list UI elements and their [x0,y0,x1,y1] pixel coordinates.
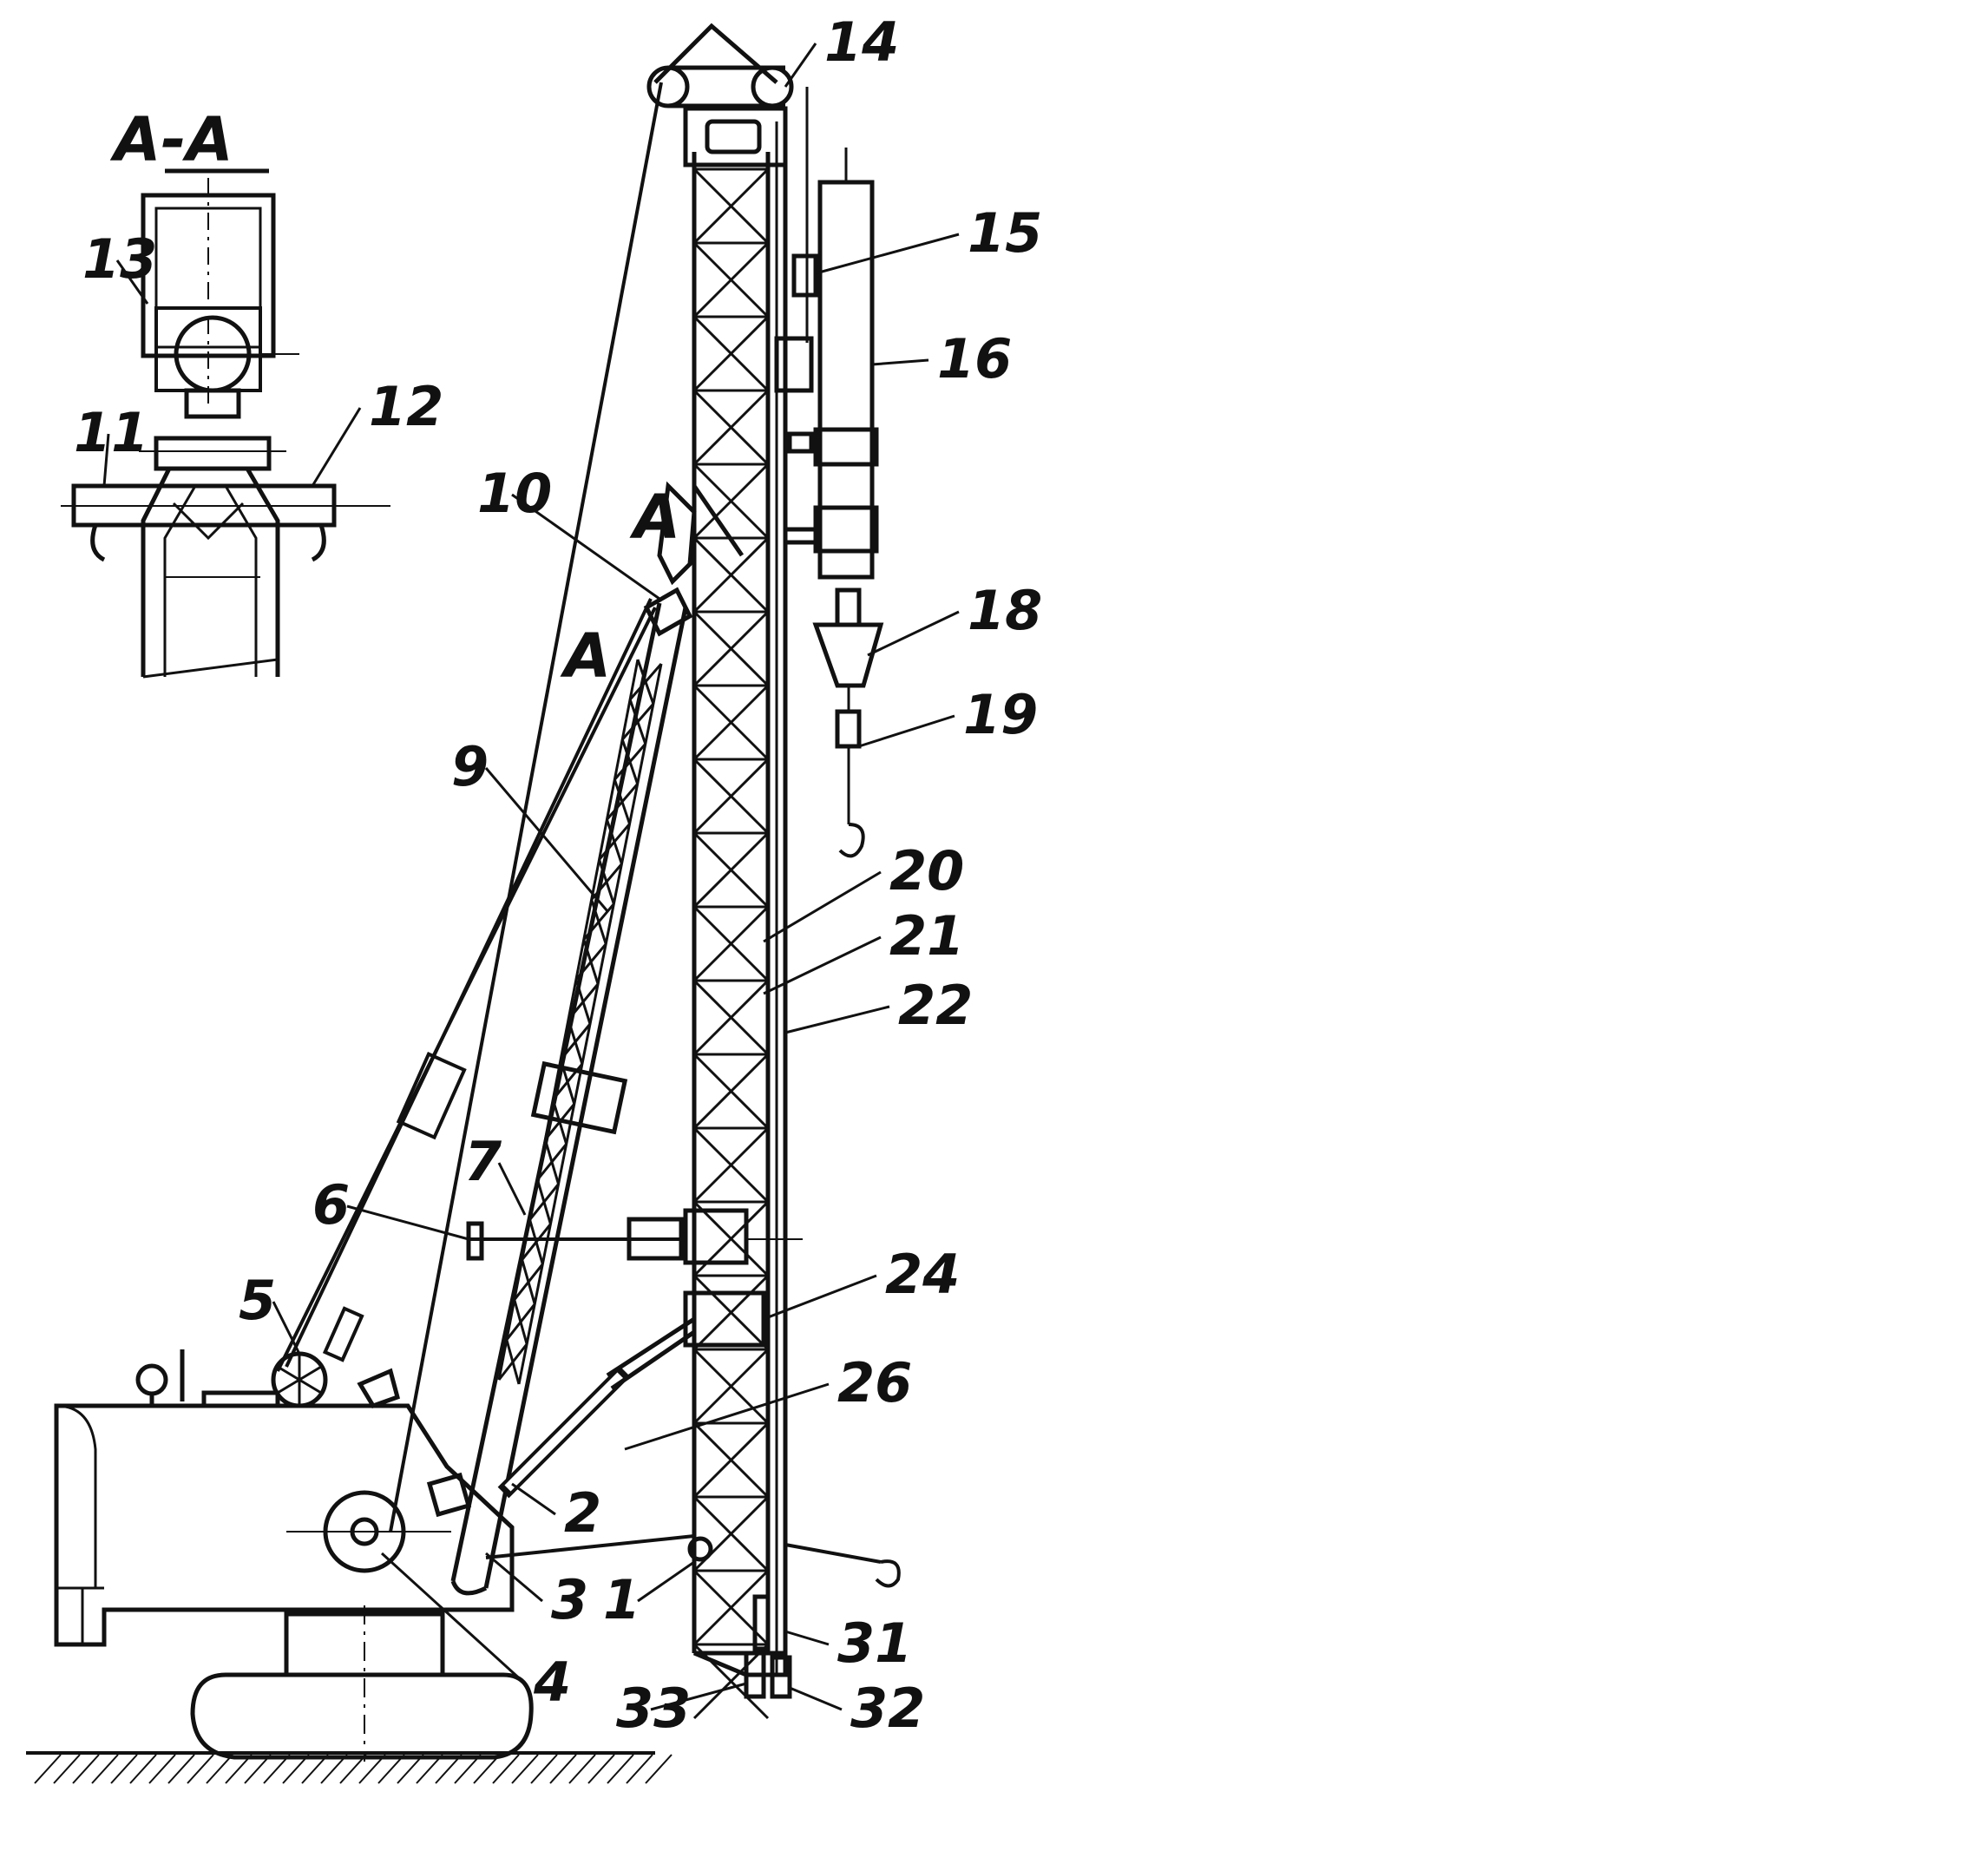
callout-label-2: 2 [564,1481,601,1545]
crawler-base [190,1605,534,1762]
callout-label-32: 32 [850,1677,925,1740]
callout-label-18: 18 [968,579,1042,642]
callout-leader-5 [272,1301,301,1355]
callout-leader-6 [346,1204,469,1241]
callout-leader-11 [102,433,110,487]
callout-label-31: 31 [837,1611,912,1675]
pendant-ropes [276,598,657,1372]
callout-leader-4 [380,1552,527,1685]
callout-label-6: 6 [312,1173,350,1237]
callout-leader-2 [511,1482,556,1516]
callout-leader-14 [784,43,817,88]
pulley-5 [271,1351,328,1408]
callout-label-11: 11 [74,401,148,464]
callout-label-24: 24 [885,1243,960,1306]
section-marker-lower: А [560,620,611,692]
callout-label-15: 15 [968,201,1042,265]
callout-leader-10 [511,493,660,601]
callout-leader-1 [637,1560,695,1603]
callout-label-33: 33 [616,1677,691,1740]
callout-leader-18 [867,610,960,657]
callout-label-16: 16 [937,327,1012,391]
callout-leader-22 [784,1005,890,1034]
callout-leader-21 [763,935,882,995]
main-rope [389,82,663,1533]
section-aa-detail [61,178,390,679]
callout-label-7: 7 [464,1130,502,1193]
callout-leader-16 [871,358,929,366]
callout-leader-20 [763,870,882,943]
callout-leader-26 [624,1382,830,1451]
callout-leader-32 [789,1686,843,1711]
section-markers: А А [560,482,680,692]
callout-label-10: 10 [477,462,552,525]
callout-leader-19 [858,714,955,748]
callout-leader-13 [115,259,149,305]
callout-leader-15 [815,233,960,275]
callout-label-26: 26 [837,1351,912,1414]
callout-label-4: 4 [533,1651,571,1714]
section-title: А-А [109,104,233,175]
callout-label-12: 12 [369,375,443,438]
callout-leader-24 [763,1274,877,1321]
callout-label-19: 19 [963,683,1038,746]
callout-leader-9 [484,767,609,912]
boom [450,481,697,1596]
callout-label-13: 13 [82,227,157,291]
callout-label-5: 5 [239,1269,276,1332]
callout-label-21: 21 [889,904,964,968]
callout-label-1: 1 [603,1568,640,1631]
callout-label-9: 9 [451,735,489,798]
callout-label-22: 22 [898,974,973,1037]
callout-leader-7 [497,1162,527,1216]
callout-label-3: 3 [551,1568,588,1631]
callout-label-14: 14 [824,10,899,74]
pile-and-hammer [774,87,884,858]
callout-leader-33 [650,1682,747,1711]
callout-leader-31 [784,1630,830,1646]
callout-leader-12 [311,407,362,487]
leader-mast [466,23,901,1720]
section-marker-upper: А [629,482,680,553]
machine-body [54,1349,515,1647]
callout-leader-3 [485,1552,543,1603]
callout-label-20: 20 [889,839,964,902]
